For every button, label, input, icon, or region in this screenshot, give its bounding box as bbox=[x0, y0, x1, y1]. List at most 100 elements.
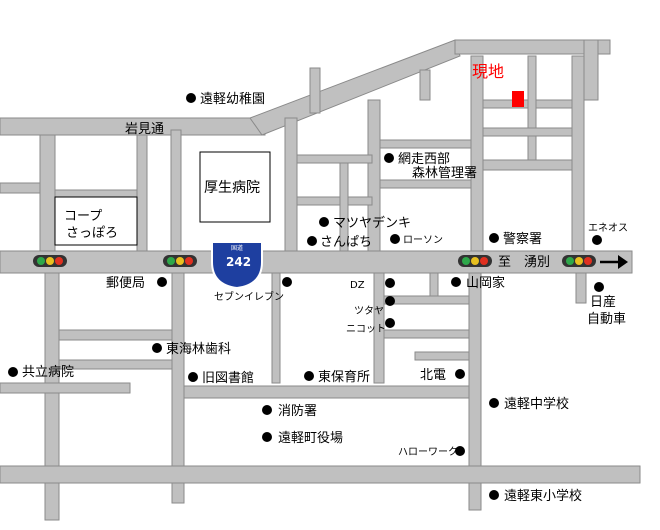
marker-dot bbox=[262, 432, 272, 442]
label-abashiri-forest-2: 森林管理署 bbox=[412, 166, 477, 181]
label-lawson: ローソン bbox=[403, 235, 443, 246]
marker-dot bbox=[489, 398, 499, 408]
kindergarten-stub-road bbox=[419, 69, 431, 101]
label-coop-1: コープ bbox=[64, 209, 102, 224]
label-coop-2: さっぽろ bbox=[66, 226, 118, 241]
marker-dot bbox=[455, 446, 465, 456]
marker-dot bbox=[262, 405, 272, 415]
landmark-labels: 遠軽幼稚園 網走西部 森林管理署 厚生病院 コープ さっぽろ マツヤデンキ さん… bbox=[22, 92, 628, 504]
iwamidori-label: 岩見通 bbox=[125, 122, 164, 137]
label-engaru-jhs: 遠軽中学校 bbox=[504, 396, 569, 412]
traffic-light-icon bbox=[562, 255, 596, 267]
south-horizontal-5 bbox=[383, 329, 470, 339]
east-vertical bbox=[575, 272, 587, 304]
inner-road-b bbox=[296, 196, 373, 206]
label-kousei-hospital: 厚生病院 bbox=[204, 180, 260, 196]
marker-dot bbox=[489, 233, 499, 243]
north-stub-road bbox=[309, 67, 321, 114]
marker-dot bbox=[186, 93, 196, 103]
vertical-road-6 bbox=[470, 55, 484, 252]
upper-right-vertical bbox=[583, 39, 599, 101]
label-higashi-nursery: 東保育所 bbox=[318, 369, 370, 385]
label-tsutaya: ツタヤ bbox=[354, 305, 384, 317]
marker-dot bbox=[307, 236, 317, 246]
label-seven-eleven: セブンイレブン bbox=[214, 290, 284, 303]
inner-road-e bbox=[482, 159, 573, 171]
label-town-hall: 遠軽町役場 bbox=[278, 431, 343, 446]
label-hello-work: ハローワーク bbox=[398, 446, 458, 458]
south-main-road bbox=[0, 465, 641, 484]
marker-dot bbox=[188, 372, 198, 382]
label-police: 警察署 bbox=[503, 231, 542, 247]
inner-road-j bbox=[0, 182, 41, 194]
destination-marker bbox=[512, 91, 524, 107]
marker-dot bbox=[384, 153, 394, 163]
traffic-light-icon bbox=[163, 255, 197, 267]
south-horizontal-3 bbox=[183, 385, 470, 399]
label-matsuya-denki: マツヤデンキ bbox=[333, 215, 411, 231]
label-old-library: 旧図書館 bbox=[202, 371, 254, 386]
south-horizontal-2 bbox=[58, 359, 173, 370]
route-242-shield: 国道 242 bbox=[211, 241, 263, 290]
marker-dot bbox=[385, 278, 395, 288]
destination-label: 現地 bbox=[472, 62, 504, 81]
label-dz: DZ bbox=[350, 280, 365, 291]
marker-dot bbox=[385, 318, 395, 328]
marker-dot bbox=[592, 235, 602, 245]
south-horizontal-6 bbox=[414, 351, 470, 361]
label-engaru-kindergarten: 遠軽幼稚園 bbox=[200, 92, 265, 107]
south-horizontal-1 bbox=[58, 329, 173, 341]
inner-road-h bbox=[482, 127, 573, 137]
road-network bbox=[0, 39, 641, 521]
marker-dot bbox=[157, 277, 167, 287]
west-vertical-road bbox=[39, 134, 56, 252]
inner-road-c bbox=[379, 139, 472, 149]
vertical-road-5 bbox=[367, 99, 381, 252]
label-fire-station: 消防署 bbox=[278, 403, 317, 419]
label-tokai-dental: 東海林歯科 bbox=[166, 341, 231, 357]
south-vertical-3 bbox=[271, 272, 281, 384]
landmark-markers bbox=[8, 93, 604, 500]
label-nissan-1: 日産 bbox=[590, 294, 616, 310]
traffic-light-icon bbox=[458, 255, 492, 267]
label-eneos: エネオス bbox=[588, 222, 628, 234]
arrow-east-icon bbox=[600, 255, 628, 269]
route-shield-number: 242 bbox=[226, 255, 251, 269]
marker-dot bbox=[455, 369, 465, 379]
label-engaru-higashi-es: 遠軽東小学校 bbox=[504, 488, 582, 504]
marker-dot bbox=[152, 343, 162, 353]
label-nissan-2: 自動車 bbox=[587, 312, 626, 327]
marker-dot bbox=[594, 282, 604, 292]
kousei-hospital-building bbox=[199, 151, 271, 223]
south-vertical-1 bbox=[44, 272, 60, 521]
south-horizontal-4 bbox=[383, 295, 470, 305]
label-yamaokaya: 山岡家 bbox=[466, 275, 505, 291]
marker-dot bbox=[451, 277, 461, 287]
label-sanpachi: さんぱち bbox=[320, 235, 372, 250]
kyoritsu-road bbox=[0, 382, 131, 394]
diagonal-road bbox=[249, 39, 461, 136]
marker-dot bbox=[489, 490, 499, 500]
vertical-road-7 bbox=[571, 55, 585, 252]
to-yubetsu-label: 至 湧別 bbox=[498, 254, 550, 270]
vertical-road-4 bbox=[284, 117, 298, 252]
vertical-road-2 bbox=[136, 134, 148, 252]
marker-dot bbox=[304, 371, 314, 381]
marker-dot bbox=[282, 277, 292, 287]
label-kyoritsu-hospital: 共立病院 bbox=[22, 365, 74, 380]
marker-dot bbox=[8, 367, 18, 377]
traffic-light-icon bbox=[33, 255, 67, 267]
label-post-office: 郵便局 bbox=[106, 276, 145, 291]
label-nitori: ニコット bbox=[346, 324, 386, 335]
south-vertical-4 bbox=[373, 272, 385, 384]
upper-right-road bbox=[454, 39, 611, 55]
coop-building bbox=[54, 196, 138, 246]
marker-dot bbox=[385, 296, 395, 306]
vertical-road-3 bbox=[170, 129, 182, 252]
inner-road-d bbox=[339, 162, 349, 252]
inner-road-a bbox=[296, 154, 373, 164]
label-abashiri-forest-1: 網走西部 bbox=[398, 152, 450, 167]
inner-road-g bbox=[527, 55, 537, 161]
marker-dot bbox=[390, 234, 400, 244]
